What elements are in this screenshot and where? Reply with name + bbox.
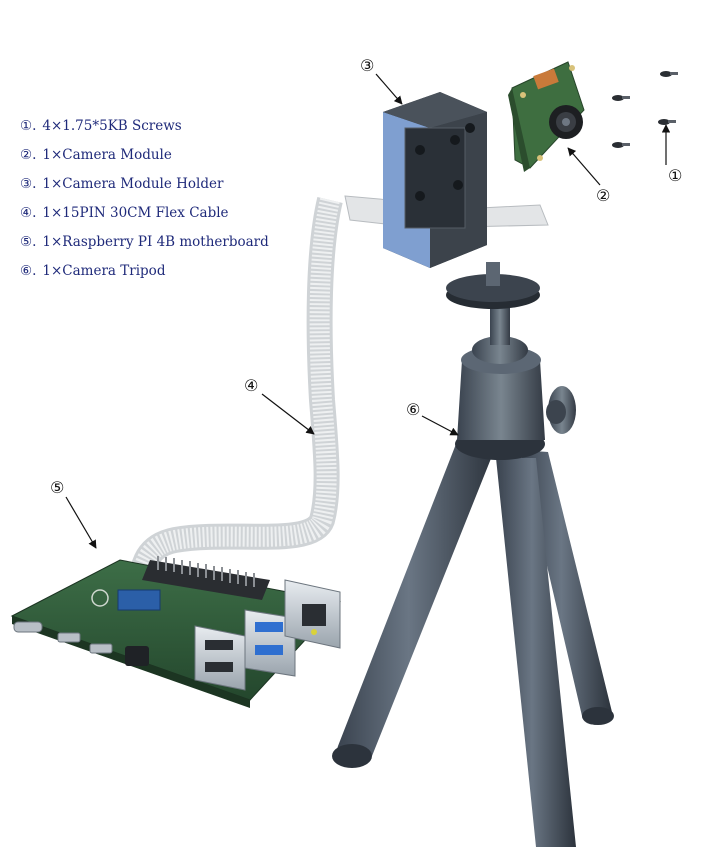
screws xyxy=(612,71,678,148)
legend-text: 4×1.75*5KB Screws xyxy=(42,118,182,134)
micro-hdmi-port xyxy=(57,632,81,643)
legend-marker: ④. xyxy=(20,205,37,221)
legend-item-screws: ①. 4×1.75*5KB Screws xyxy=(20,112,269,141)
legend-item-camera-module: ②. 1×Camera Module xyxy=(20,141,269,170)
raspberry-logo-icon xyxy=(91,589,109,607)
legend-item-holder: ③. 1×Camera Module Holder xyxy=(20,170,269,199)
callout-holder: ③ xyxy=(360,56,375,75)
audio-jack xyxy=(125,646,149,666)
callout-screws: ① xyxy=(668,166,683,185)
tripod xyxy=(332,262,614,847)
legend-item-flex-cable: ④. 1×15PIN 30CM Flex Cable xyxy=(20,199,269,228)
leader-line xyxy=(261,393,315,435)
legend-text: 1×15PIN 30CM Flex Cable xyxy=(42,205,229,221)
screw-icon xyxy=(660,71,678,77)
callout-flex-cable: ④ xyxy=(244,376,259,395)
usb-c-port xyxy=(13,621,43,633)
gpio-header xyxy=(142,556,270,600)
usb-port xyxy=(194,625,246,691)
callout-tripod: ⑥ xyxy=(406,400,421,419)
legend-marker: ①. xyxy=(20,118,37,134)
micro-hdmi-port xyxy=(89,643,113,654)
legend-marker: ⑤. xyxy=(20,234,37,250)
leader-line xyxy=(567,147,601,186)
legend-marker: ⑥. xyxy=(20,263,37,279)
camera-module-pcb xyxy=(508,61,585,172)
usb3-port xyxy=(244,609,296,677)
legend-text: 1×Camera Tripod xyxy=(42,263,166,279)
legend-text: 1×Camera Module Holder xyxy=(42,176,224,192)
callout-camera-module: ② xyxy=(596,186,611,205)
ethernet-port xyxy=(284,579,341,649)
legend-text: 1×Camera Module xyxy=(42,147,172,163)
screw-icon xyxy=(612,142,630,148)
parts-legend: ①. 4×1.75*5KB Screws ②. 1×Camera Module ③.… xyxy=(20,112,269,286)
tripod-lock-knob xyxy=(546,386,576,434)
leader-line xyxy=(375,73,403,105)
leader-line xyxy=(421,415,459,436)
legend-text: 1×Raspberry PI 4B motherboard xyxy=(42,234,269,250)
camera-holder xyxy=(383,92,487,268)
raspberry-pi-board xyxy=(10,556,341,708)
legend-item-motherboard: ⑤. 1×Raspberry PI 4B motherboard xyxy=(20,228,269,257)
leader-line xyxy=(65,496,97,549)
legend-marker: ②. xyxy=(20,147,37,163)
callout-motherboard: ⑤ xyxy=(50,478,65,497)
callout-leaders xyxy=(65,73,671,549)
legend-item-tripod: ⑥. 1×Camera Tripod xyxy=(20,257,269,286)
screw-icon xyxy=(612,95,630,101)
screw-icon xyxy=(658,119,676,125)
legend-marker: ③. xyxy=(20,176,37,192)
